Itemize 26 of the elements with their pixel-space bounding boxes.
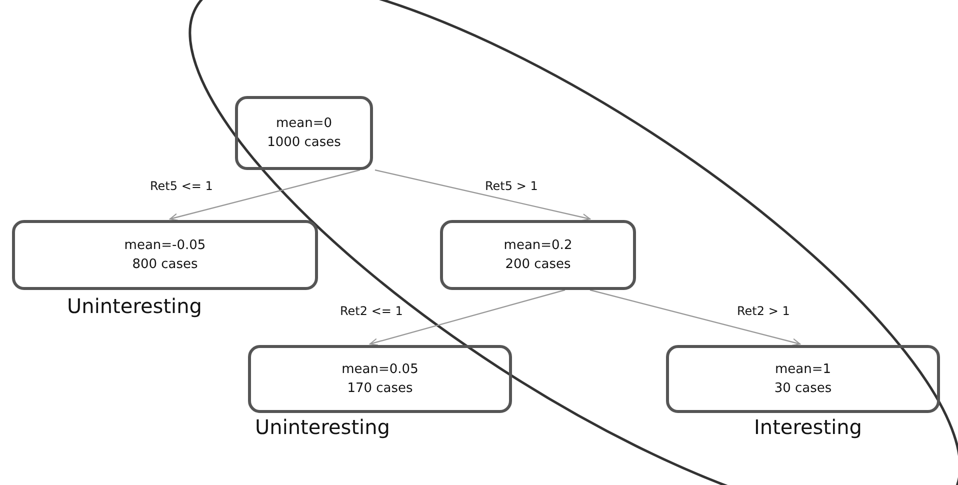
mean-text: mean=-0.05 xyxy=(124,237,206,255)
edge-label: Ret5 <= 1 xyxy=(148,179,215,193)
arrow xyxy=(374,169,591,222)
case-count: 200 cases xyxy=(505,256,571,274)
outcome-label: Uninteresting xyxy=(67,294,202,318)
node-box xyxy=(12,220,318,290)
edge-label: Ret2 > 1 xyxy=(735,304,792,318)
node-box xyxy=(235,96,373,170)
arrow xyxy=(369,289,566,346)
outcome-label: Interesting xyxy=(754,415,862,439)
mean-text: mean=1 xyxy=(774,361,832,379)
arrow xyxy=(590,289,801,346)
mean-text: mean=0.2 xyxy=(504,237,572,255)
case-count: 1000 cases xyxy=(267,134,341,152)
node-box xyxy=(666,345,940,413)
mean-text: mean=0 xyxy=(276,115,332,133)
node-box xyxy=(248,345,512,413)
case-count: 30 cases xyxy=(774,380,832,398)
edge-label: Ret5 > 1 xyxy=(483,179,540,193)
case-count: 800 cases xyxy=(132,256,198,274)
node-box xyxy=(440,220,636,290)
edge-label: Ret2 <= 1 xyxy=(338,304,405,318)
outcome-label: Uninteresting xyxy=(255,415,390,439)
arrow xyxy=(169,169,360,221)
mean-text: mean=0.05 xyxy=(342,361,418,379)
case-count: 170 cases xyxy=(347,380,413,398)
